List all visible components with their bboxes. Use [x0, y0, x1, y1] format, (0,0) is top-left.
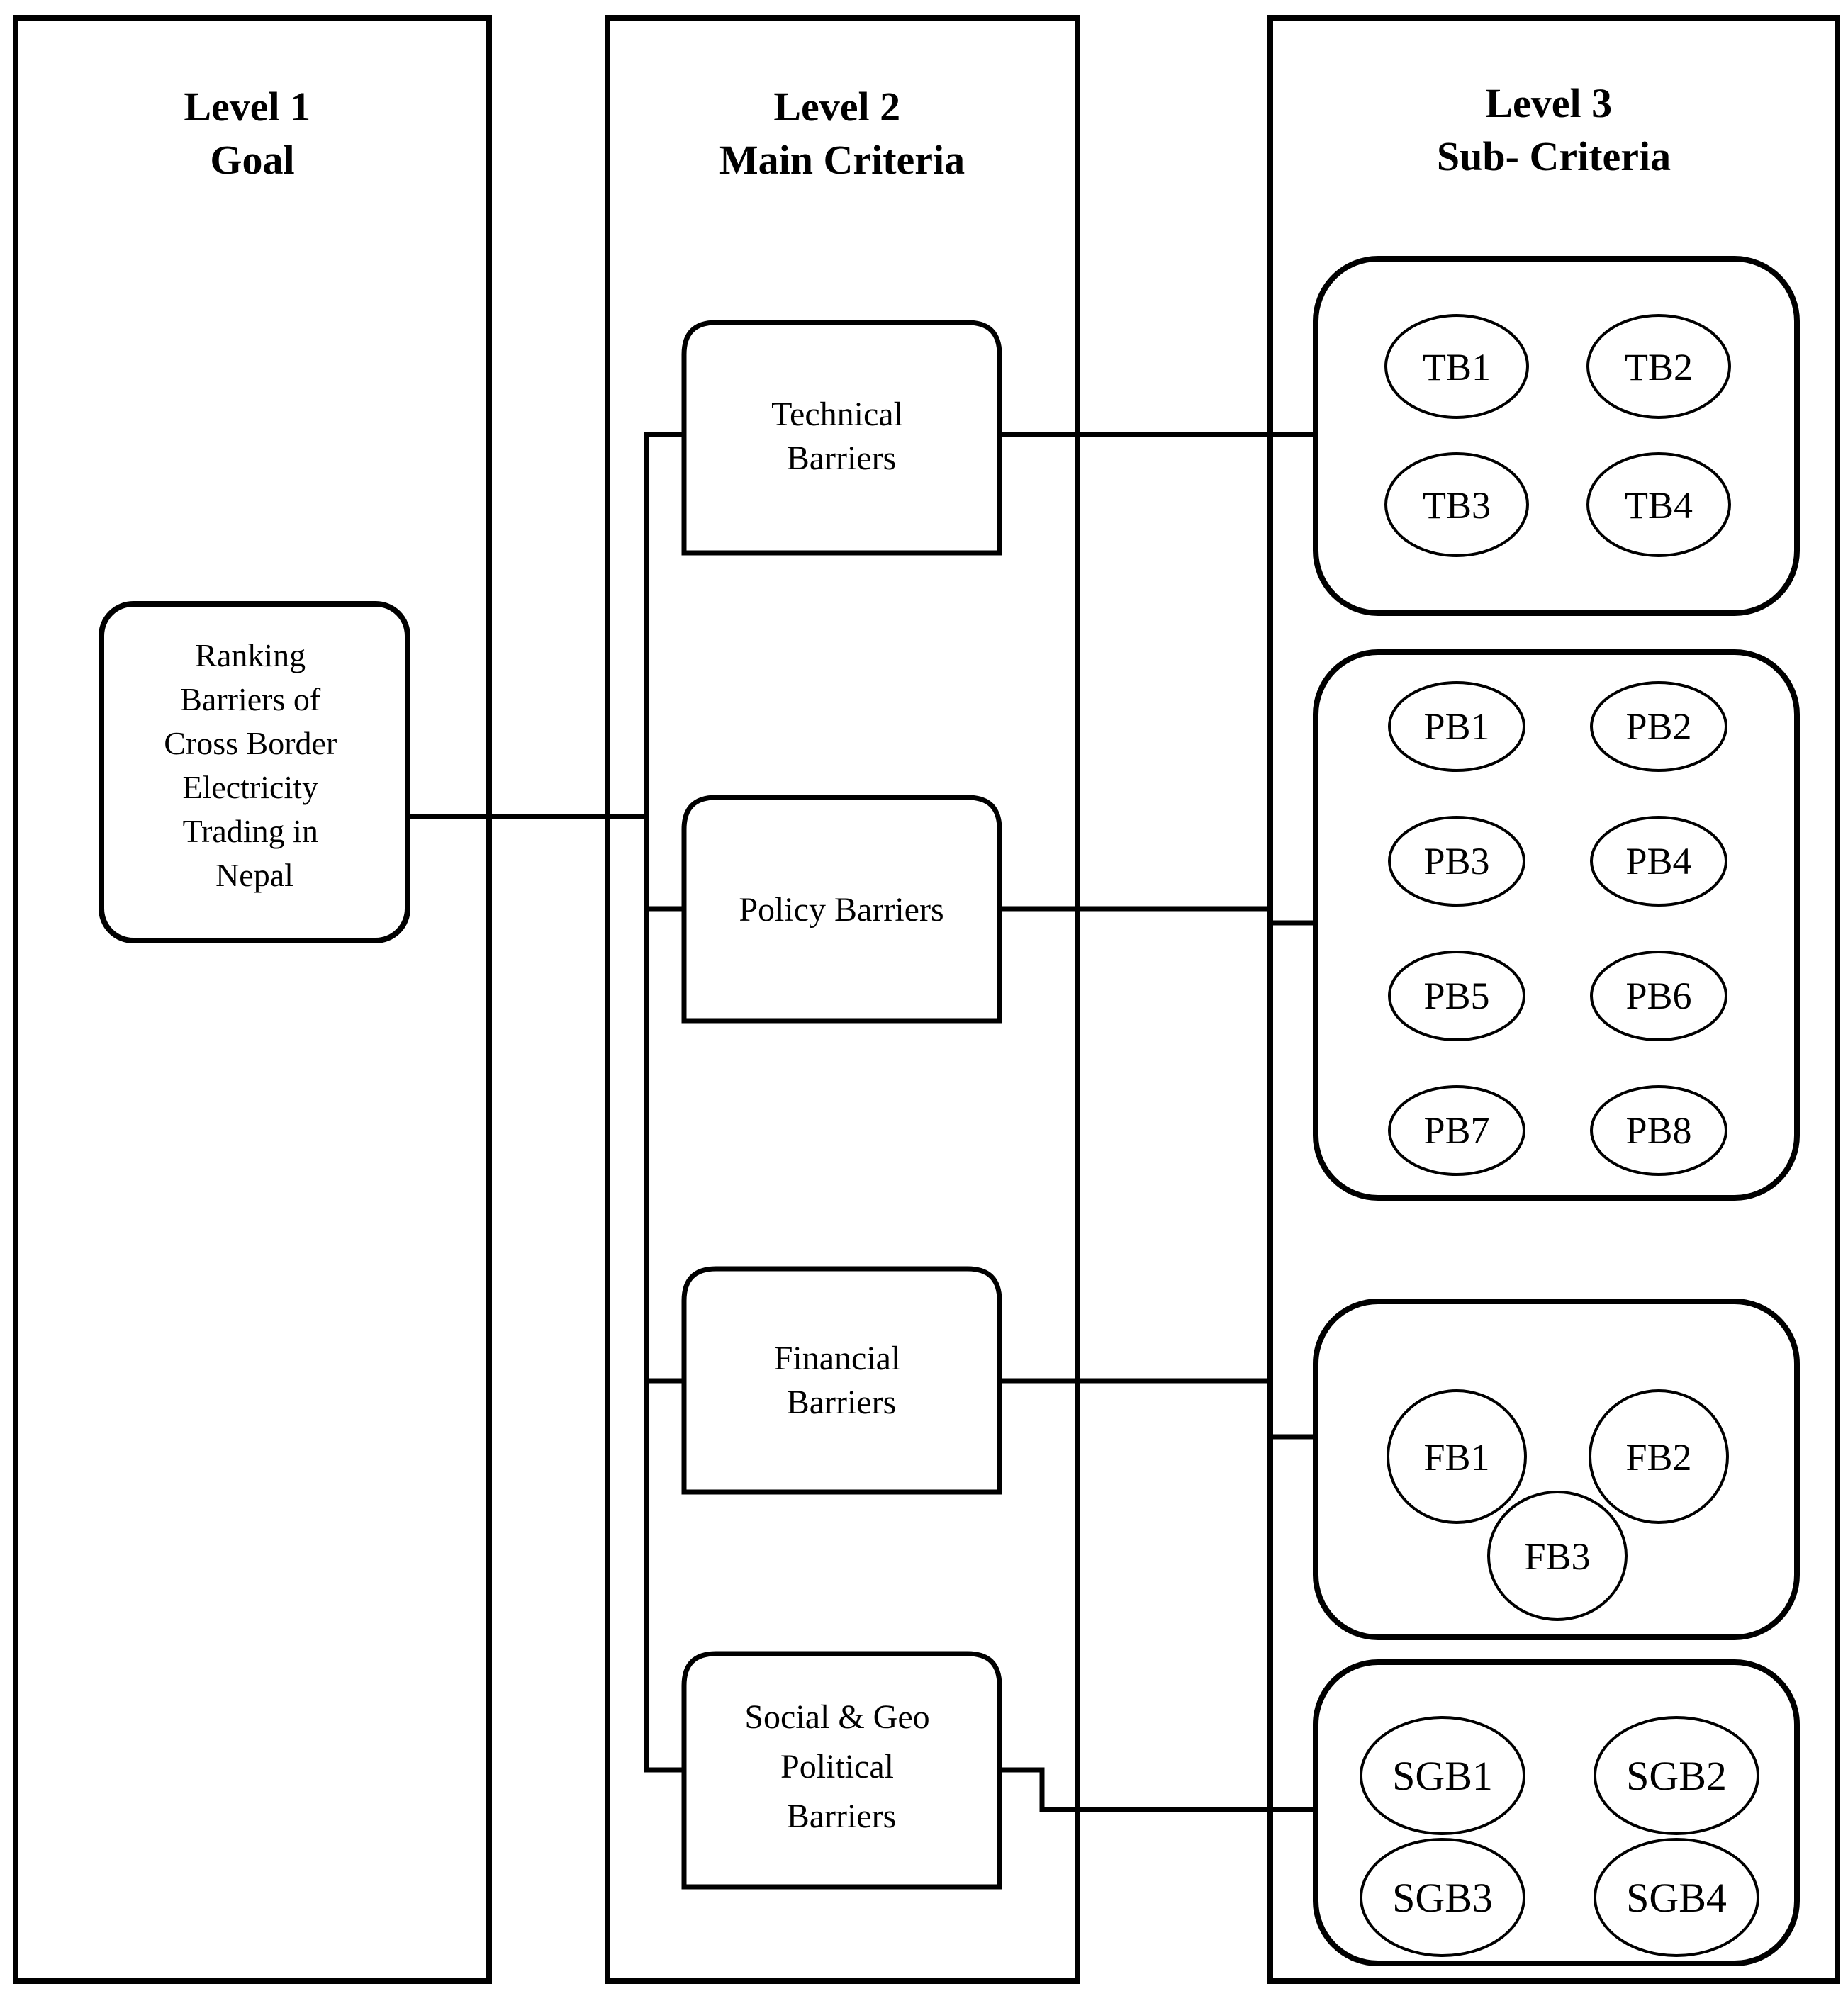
sub-criterion-fb1-ellipse [1387, 1389, 1527, 1524]
goal-label-line1: Ranking [195, 637, 306, 673]
connector-policy-to-pb-group [997, 906, 1318, 926]
sub-criterion-sgb1-ellipse [1360, 1716, 1525, 1835]
sub-criteria-group-social: SGB1 SGB2 SGB3 SGB4 [1313, 1659, 1800, 1966]
connector-social-to-sgb-group [997, 1767, 1318, 1812]
sub-criterion-pb1-ellipse [1388, 681, 1525, 772]
column-level2-main-criteria [605, 15, 1080, 1984]
sub-criterion-sgb1-label: SGB1 [1392, 1753, 1493, 1799]
header-level3-line1: Level 3 [1485, 80, 1612, 126]
social-geo-political-barriers-label: Social & Geo Political Barriers [744, 1698, 938, 1835]
financial-barriers-label: Financial Barriers [774, 1340, 909, 1421]
sub-criterion-sgb4-ellipse [1594, 1838, 1759, 1957]
goal-node: Ranking Barriers of Cross Border Electri… [99, 601, 410, 943]
header-level2-line2: Main Criteria [719, 137, 965, 183]
sub-criterion-pb5-label: PB5 [1423, 975, 1489, 1017]
sub-criterion-fb3-ellipse [1487, 1491, 1628, 1621]
sub-criterion-sgb3-ellipse [1360, 1838, 1525, 1957]
financial-barriers-line2: Barriers [787, 1384, 897, 1421]
sub-criterion-tb1-ellipse [1384, 314, 1529, 419]
column-level3-sub-criteria [1267, 15, 1840, 1984]
sub-criterion-pb8-label: PB8 [1625, 1109, 1691, 1152]
sub-criterion-pb1-label: PB1 [1423, 705, 1489, 748]
fb-group-box [1313, 1299, 1800, 1640]
sub-criterion-fb2-ellipse [1589, 1389, 1729, 1524]
sub-criterion-tb4-ellipse [1586, 452, 1731, 557]
sub-criterion-pb7-label: PB7 [1423, 1109, 1489, 1152]
sub-criterion-pb6-ellipse [1590, 951, 1727, 1041]
goal-label-line6: Nepal [215, 857, 293, 893]
goal-label-line5: Trading in [183, 813, 318, 849]
goal-label-line4: Electricity [182, 769, 318, 805]
sub-criterion-tb3-ellipse [1384, 452, 1529, 557]
financial-barriers-box [681, 1266, 1002, 1495]
main-criterion-technical: Technical Barriers [681, 320, 1002, 556]
social-geo-political-barriers-box [681, 1651, 1002, 1890]
social-barriers-line3: Barriers [787, 1798, 897, 1835]
goal-label-line3: Cross Border [164, 725, 337, 761]
goal-box [99, 601, 410, 943]
sub-criterion-pb3-ellipse [1388, 816, 1525, 907]
main-criterion-financial: Financial Barriers [681, 1266, 1002, 1495]
technical-barriers-box [681, 320, 1002, 556]
sub-criterion-tb2-ellipse [1586, 314, 1731, 419]
pb-group-box [1313, 649, 1800, 1201]
sub-criteria-group-policy: PB1 PB2 PB3 PB4 PB5 PB6 PB7 PB8 [1313, 649, 1800, 1201]
sub-criteria-group-financial: FB1 FB2 FB3 [1313, 1299, 1800, 1640]
header-level2: Level 2 Main Criteria [719, 84, 965, 183]
sub-criterion-pb5-ellipse [1388, 951, 1525, 1041]
header-level2-line1: Level 2 [773, 84, 900, 130]
goal-label-line2: Barriers of [180, 681, 321, 717]
sub-criterion-pb6-label: PB6 [1625, 975, 1691, 1017]
sub-criterion-pb2-label: PB2 [1625, 705, 1691, 748]
connector-financial-to-fb-group [997, 1378, 1318, 1440]
sub-criterion-tb3-label: TB3 [1423, 484, 1491, 527]
sub-criterion-sgb2-label: SGB2 [1626, 1753, 1727, 1799]
header-level3-line2: Sub- Criteria [1437, 133, 1671, 179]
technical-barriers-line2: Barriers [787, 439, 897, 477]
main-criterion-policy: Policy Barriers [681, 795, 1002, 1024]
tb-group-box [1313, 256, 1800, 616]
sub-criterion-tb1-label: TB1 [1423, 346, 1491, 388]
sub-criterion-fb1-label: FB1 [1423, 1436, 1489, 1479]
sub-criterion-fb2-label: FB2 [1625, 1436, 1691, 1479]
sub-criterion-pb3-label: PB3 [1423, 840, 1489, 882]
sgb-group-box [1313, 1659, 1800, 1966]
financial-barriers-line1: Financial [774, 1340, 901, 1377]
sub-criteria-group-technical: TB1 TB2 TB3 TB4 [1313, 256, 1800, 616]
sub-criterion-tb4-label: TB4 [1625, 484, 1693, 527]
social-barriers-line1: Social & Geo [744, 1698, 929, 1736]
header-level1: Level 1 Goal [184, 84, 320, 183]
policy-barriers-line1: Policy Barriers [739, 891, 943, 929]
sub-criterion-tb2-label: TB2 [1625, 346, 1693, 388]
sub-criterion-pb7-ellipse [1388, 1085, 1525, 1176]
goal-label: Ranking Barriers of Cross Border Electri… [164, 637, 345, 893]
technical-barriers-line1: Technical [771, 396, 903, 433]
sub-criterion-sgb4-label: SGB4 [1626, 1875, 1727, 1921]
technical-barriers-label: Technical Barriers [771, 396, 912, 477]
policy-barriers-box [681, 795, 1002, 1024]
sub-criterion-sgb3-label: SGB3 [1392, 1875, 1493, 1921]
main-criterion-social: Social & Geo Political Barriers [681, 1651, 1002, 1890]
social-barriers-line2: Political [780, 1748, 894, 1785]
sub-criterion-pb8-ellipse [1590, 1085, 1727, 1176]
header-level1-line1: Level 1 [184, 84, 310, 130]
sub-criterion-fb3-label: FB3 [1524, 1535, 1590, 1578]
column-level1-goal [13, 15, 492, 1984]
header-level3: Level 3 Sub- Criteria [1437, 80, 1671, 179]
sub-criterion-pb4-label: PB4 [1625, 840, 1691, 882]
sub-criterion-sgb2-ellipse [1594, 1716, 1759, 1835]
policy-barriers-label: Policy Barriers [739, 891, 943, 929]
sub-criterion-pb2-ellipse [1590, 681, 1727, 772]
header-level1-line2: Goal [210, 137, 294, 183]
sub-criterion-pb4-ellipse [1590, 816, 1727, 907]
